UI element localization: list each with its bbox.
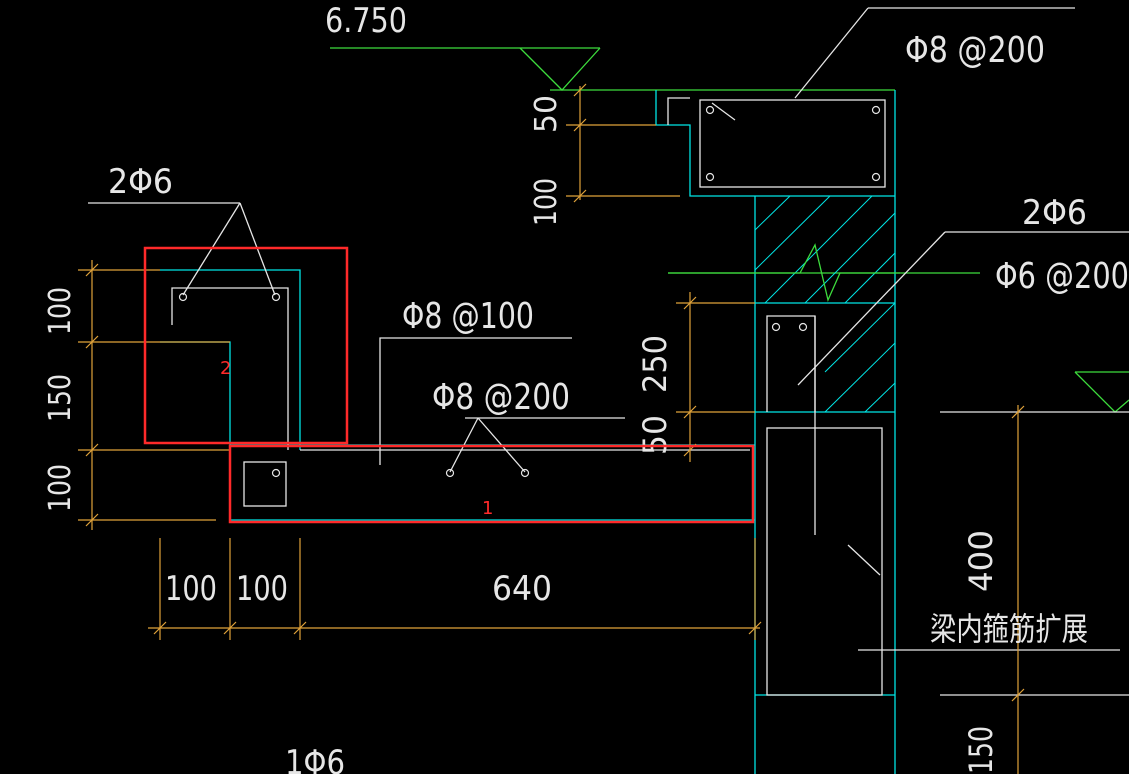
dim-mid-50: 50	[636, 415, 674, 455]
dim-bottom-640: 640	[492, 569, 552, 609]
highlight-box-2-label: 2	[220, 358, 231, 379]
rebar-label-right-bars: 2Φ6	[1022, 193, 1087, 233]
elevation-label: 6.750	[325, 1, 407, 41]
wall-hatch	[754, 195, 896, 413]
rebar-label-right-stirrup: Φ6 @200	[995, 256, 1129, 297]
highlight-box-1[interactable]	[228, 444, 755, 524]
highlight-boxes: 2 1	[143, 246, 755, 524]
level-marks	[330, 47, 1129, 413]
rebar-label-top-right: Φ8 @200	[905, 30, 1045, 71]
dimension-lines	[78, 83, 1025, 774]
highlight-box-2[interactable]	[143, 246, 349, 445]
dim-right-400: 400	[962, 530, 1000, 592]
dim-mid-250: 250	[636, 335, 674, 393]
dim-bottom-100-b: 100	[236, 569, 288, 609]
rebar-label-slab-bottom: Φ8 @200	[432, 377, 570, 418]
annotation-text: 6.750 Φ8 @200 2Φ6 2Φ6 Φ6 @200 Φ8 @100 Φ8…	[43, 1, 1129, 774]
dim-top-100: 100	[529, 178, 564, 226]
highlight-box-1-label: 1	[482, 498, 493, 519]
beam-note-label: 梁内箍筋扩展	[930, 610, 1088, 648]
dim-left-100-top: 100	[43, 287, 78, 335]
dim-bottom-100-a: 100	[165, 569, 217, 609]
dim-top-50: 50	[529, 95, 564, 133]
concrete-outline	[160, 90, 896, 774]
dim-right-150: 150	[962, 726, 1000, 774]
dim-left-100-bottom: 100	[43, 464, 78, 512]
rebar-label-bottom-left: 1Φ6	[285, 743, 345, 774]
rebar-dots	[178, 105, 881, 478]
dim-left-150: 150	[43, 374, 78, 422]
rebar-label-upper-left: 2Φ6	[108, 162, 173, 202]
rebar-label-slab-top: Φ8 @100	[402, 296, 534, 337]
